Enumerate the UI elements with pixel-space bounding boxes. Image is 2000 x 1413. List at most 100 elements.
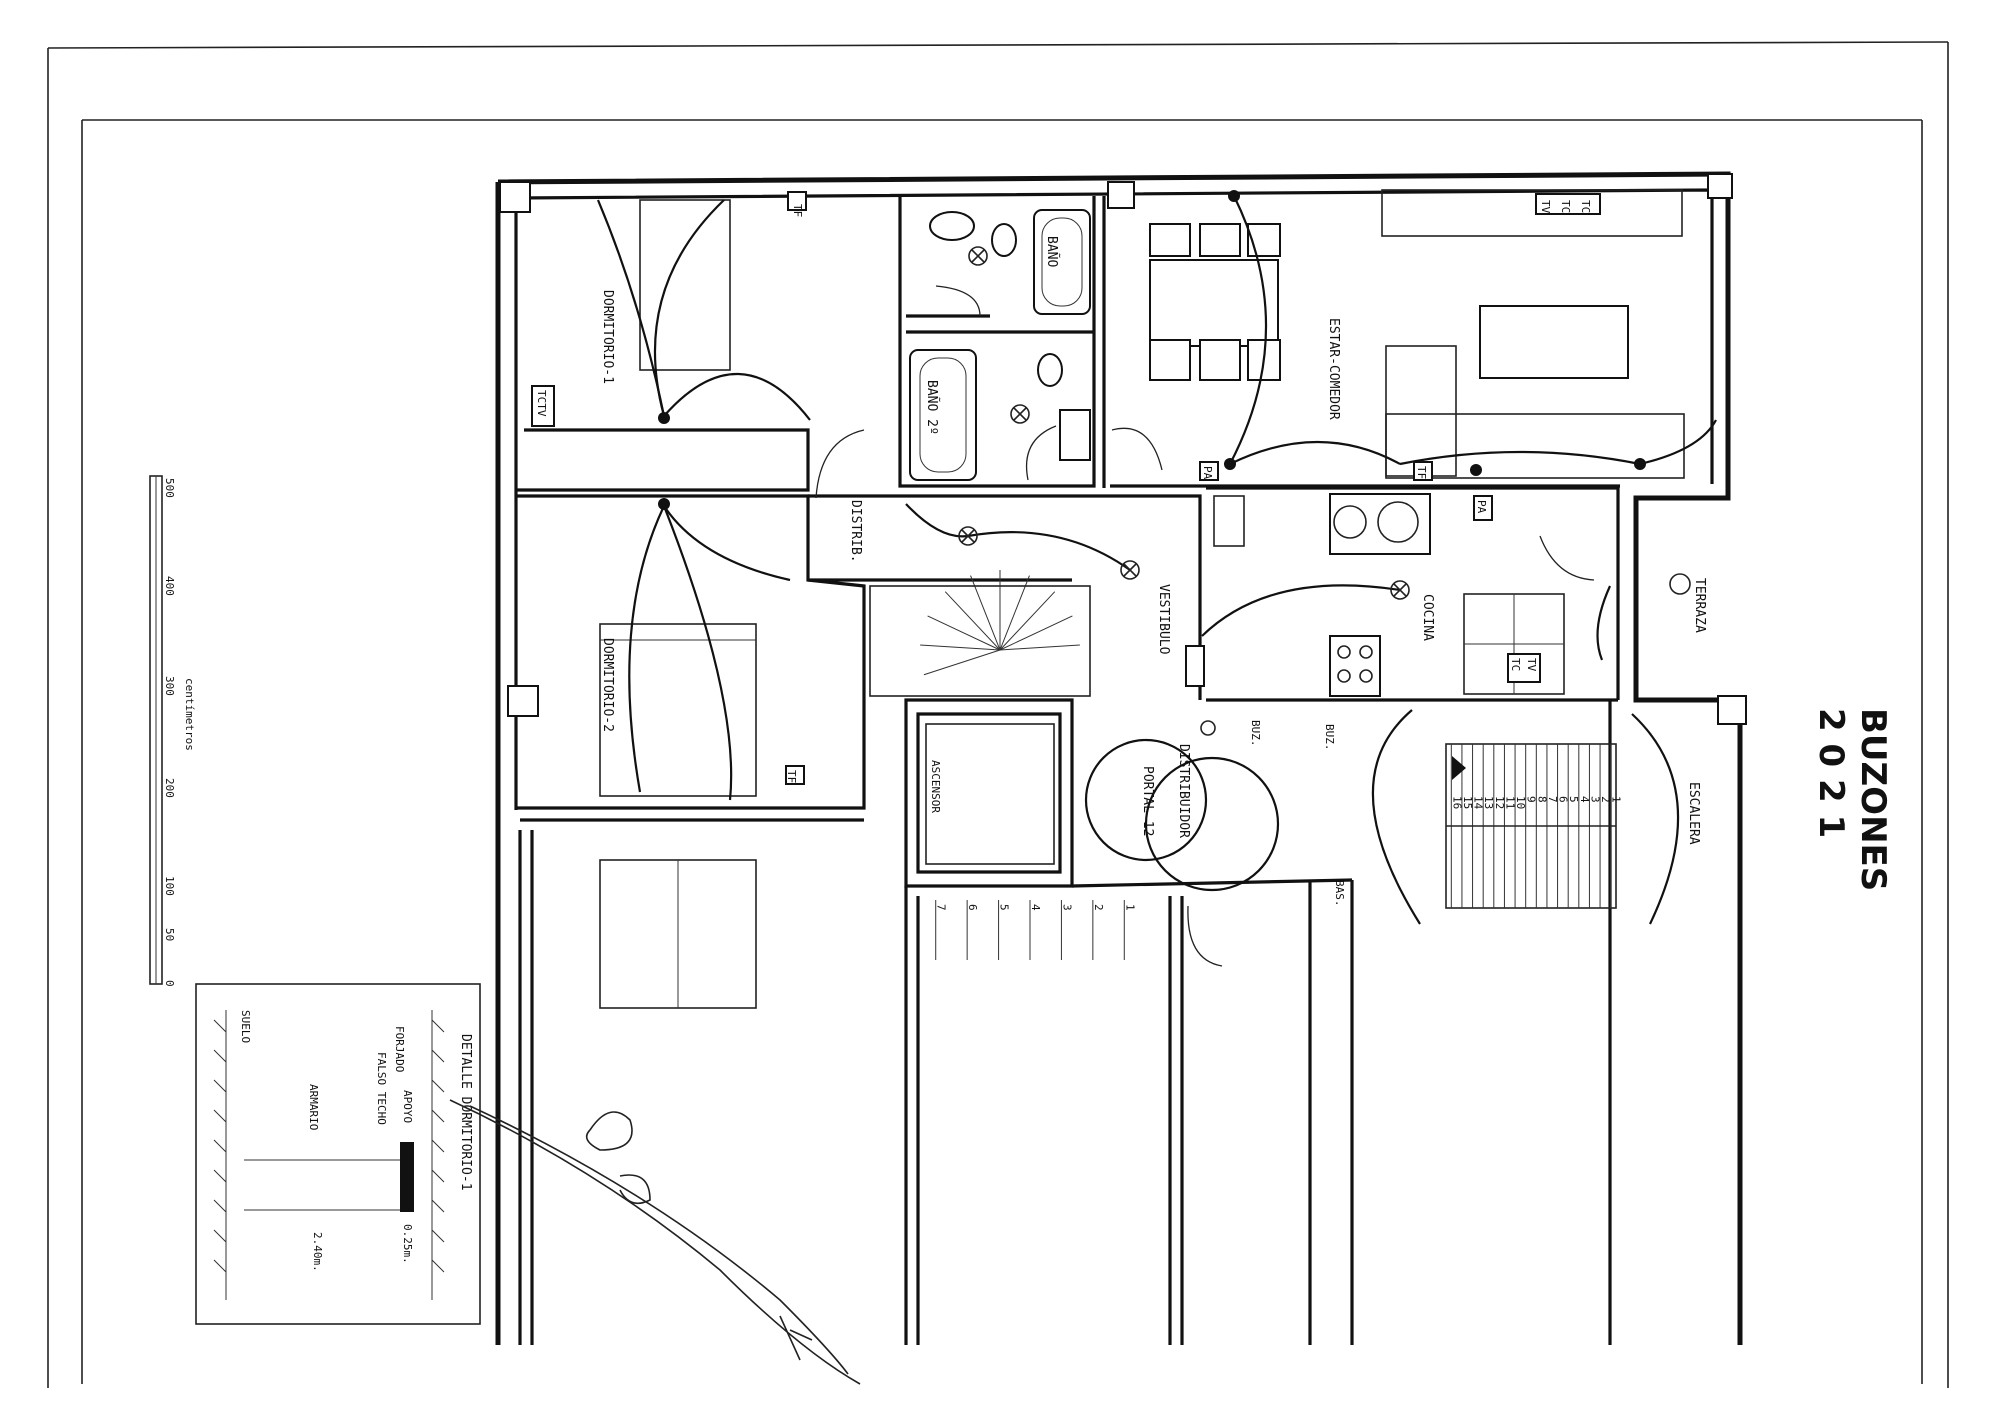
code-tf: TF [785,770,798,783]
column [1707,173,1733,199]
label-distrib: DISTRIB. [848,500,863,563]
stamp: BUZONES 2 0 2 1 [1811,708,1893,891]
label-dormitorio-1: DORMITORIO-1 [600,290,615,384]
landing-number: 6 [966,904,979,911]
landing-number: 1 [1123,904,1136,911]
code-tc: TC [1579,200,1592,213]
stair-number: 16 [1450,796,1463,809]
stair-number: 8 [1535,796,1548,803]
sheet-frame [47,41,1949,1388]
bathtub [1033,209,1091,315]
stair-number: 7 [1546,796,1559,803]
stair-well [869,585,1091,697]
stair-tread [923,649,1001,676]
svg-text:50: 50 [163,928,176,941]
svg-text:300: 300 [163,676,176,696]
landing-number: 7 [935,904,948,911]
code-ascensor: ASCENSOR [929,760,942,813]
stair-tread [927,615,1001,651]
light-points [658,190,1691,736]
coffee-table [1479,305,1629,379]
stair-number: 10 [1514,796,1527,809]
code-tctv: TCTV [535,390,548,417]
stair-number: 12 [1493,796,1506,809]
landing-number: 3 [1060,904,1073,911]
bathtub [909,349,977,481]
stair-number: 14 [1472,796,1485,810]
column [499,181,531,213]
stair-tread [999,591,1056,651]
code-tc: TC [1559,200,1572,213]
column [1107,181,1135,209]
detail-box: DETALLE DORMITORIO-1 FORJADO APOYO FALSO… [195,983,481,1325]
scale-unit: centímetros [183,678,196,751]
stair-number: 15 [1461,796,1474,809]
code-tv: TV [1525,658,1538,672]
cooktop [1329,635,1381,697]
svg-text:ARMARIO: ARMARIO [307,1084,320,1130]
detail-title: DETALLE DORMITORIO-1 [458,1034,473,1191]
svg-text:APOYO: APOYO [401,1090,414,1123]
stair-number: 6 [1557,796,1570,803]
stair-number: 1 [1610,796,1623,803]
svg-text:FALSO TECHO: FALSO TECHO [375,1052,388,1125]
column [507,685,539,717]
stair-tread [944,591,1001,651]
svg-text:500: 500 [163,478,176,498]
outlets [531,191,1601,785]
label-escalera: ESCALERA [1686,782,1701,845]
stamp-line1: BUZONES [1853,708,1893,891]
stair-tread [999,615,1073,651]
exterior-walls [495,171,1747,1345]
code-buzones: BUZ. [1323,724,1336,751]
stamp-line2: 2 0 2 1 [1811,708,1851,838]
room-labels: DORMITORIO-1 DORMITORIO-2 BAÑO BAÑO 2º E… [600,236,1707,845]
landing-number: 5 [998,904,1011,911]
door-swings [815,285,1680,967]
label-estar-comedor: ESTAR-COMEDOR [1326,318,1341,420]
code-tv: TV [1539,200,1552,214]
label-dormitorio-2: DORMITORIO-2 [600,638,615,732]
svg-text:400: 400 [163,576,176,596]
furniture [599,189,1685,1009]
stair-number: 2 [1599,796,1612,803]
svg-text:200: 200 [163,778,176,798]
svg-text:FORJADO: FORJADO [393,1026,406,1072]
electrical-circuits [596,195,1717,801]
elevator-shaft [925,723,1055,865]
stair-tread [999,644,1080,651]
scale-bar: 500 400 300 200 100 50 0 centímetros [149,475,196,987]
svg-text:SUELO: SUELO [239,1010,252,1043]
svg-text:2.40m.: 2.40m. [311,1232,324,1272]
label-bano: BAÑO [1044,236,1060,267]
code-pa: PA [1475,500,1488,514]
stair-arrow-icon [1452,756,1466,780]
signature [449,1099,861,1385]
landing-number: 2 [1092,904,1105,911]
code-tc: TC [1509,658,1522,671]
fixture-codes: TF TCTV TF TV TC TC TF PA PA TC TV ASCEN… [535,200,1592,907]
code-tf: TF [791,204,804,217]
label-vestibulo: VESTIBULO [1156,584,1171,655]
stair-number: 3 [1588,796,1601,803]
svg-text:100: 100 [163,876,176,896]
svg-text:0: 0 [163,980,176,987]
stair-tread [920,644,1001,651]
stair-number: 13 [1482,796,1495,809]
stair-tread [999,575,1030,651]
interior-walls [516,196,1620,1345]
code-pa: PA [1201,466,1214,480]
stair-number: 11 [1503,796,1516,809]
label-bano-2: BAÑO 2º [924,380,940,435]
label-cocina: COCINA [1420,594,1435,641]
landing-number: 4 [1029,904,1042,911]
code-buzones: BUZ. [1249,720,1262,747]
dining-table [1149,259,1279,347]
code-tf: TF [1415,466,1428,479]
sink [1329,493,1431,555]
stair-number: 9 [1525,796,1538,803]
svg-text:0.25m.: 0.25m. [401,1224,414,1264]
stair-tread [970,575,1001,651]
